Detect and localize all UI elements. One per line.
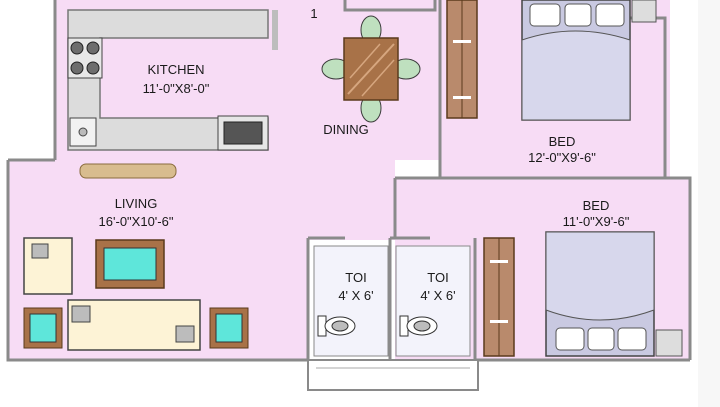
pillow-icon [595,3,625,27]
dining-table [321,15,421,123]
stove-icon [67,37,103,79]
wall-living-outer [6,160,308,362]
side-table-icon [23,307,63,349]
bed1-label: BED [549,134,576,149]
side-table-icon [655,329,683,357]
pillow-icon [555,327,585,351]
bed1-size: 12'-0"X9'-6" [528,150,596,165]
ledge [307,359,479,391]
toilet2-label: TOI [427,270,448,285]
wall-bed2-outer [395,176,692,360]
bed2-size: 11'-0"X9'-6" [563,214,630,229]
bed2-icon [545,231,683,357]
kitchen-column [272,10,278,50]
toilet1-floor [313,245,389,357]
bed2-label: BED [583,198,610,213]
margin-strip [698,0,720,407]
armchair-icon [23,237,73,295]
kitchen-label: KITCHEN [147,62,204,77]
bed1-icon [521,0,657,121]
side-table-icon [209,307,249,349]
wc-icon [317,315,356,337]
pillow-icon [587,327,615,351]
living-size: 16'-0"X10'-6" [99,214,174,229]
wall-dining-top [343,0,437,12]
wardrobe-bed1 [446,0,478,119]
corridor-floor [300,160,395,240]
cushion-icon [71,305,91,323]
pillow-icon [617,327,647,351]
serving-counter [79,163,177,179]
cushion-icon [175,325,195,343]
kitchen-sink-icon [69,117,97,147]
pillow-icon [529,3,561,27]
toilet2-floor [395,245,471,357]
pillow-icon [564,3,592,27]
kitchen-counter [67,9,278,151]
side-table-icon [631,0,657,23]
unit-number: 1 [310,6,317,21]
sofa-icon [67,299,201,351]
walls [6,0,692,362]
wc-icon [399,315,438,337]
cooktop-icon [217,115,269,151]
dining-label: DINING [323,122,369,137]
kitchen-size: 11'-0"X8'-0" [143,81,210,96]
living-label: LIVING [115,196,158,211]
living-furniture [23,237,249,351]
wardrobe-bed2 [483,237,515,357]
toilet1-size: 4' X 6' [338,288,373,303]
tv-unit-icon [95,239,165,289]
toilet-blocks [313,245,471,357]
toilet1-label: TOI [345,270,366,285]
toilet2-size: 4' X 6' [420,288,455,303]
